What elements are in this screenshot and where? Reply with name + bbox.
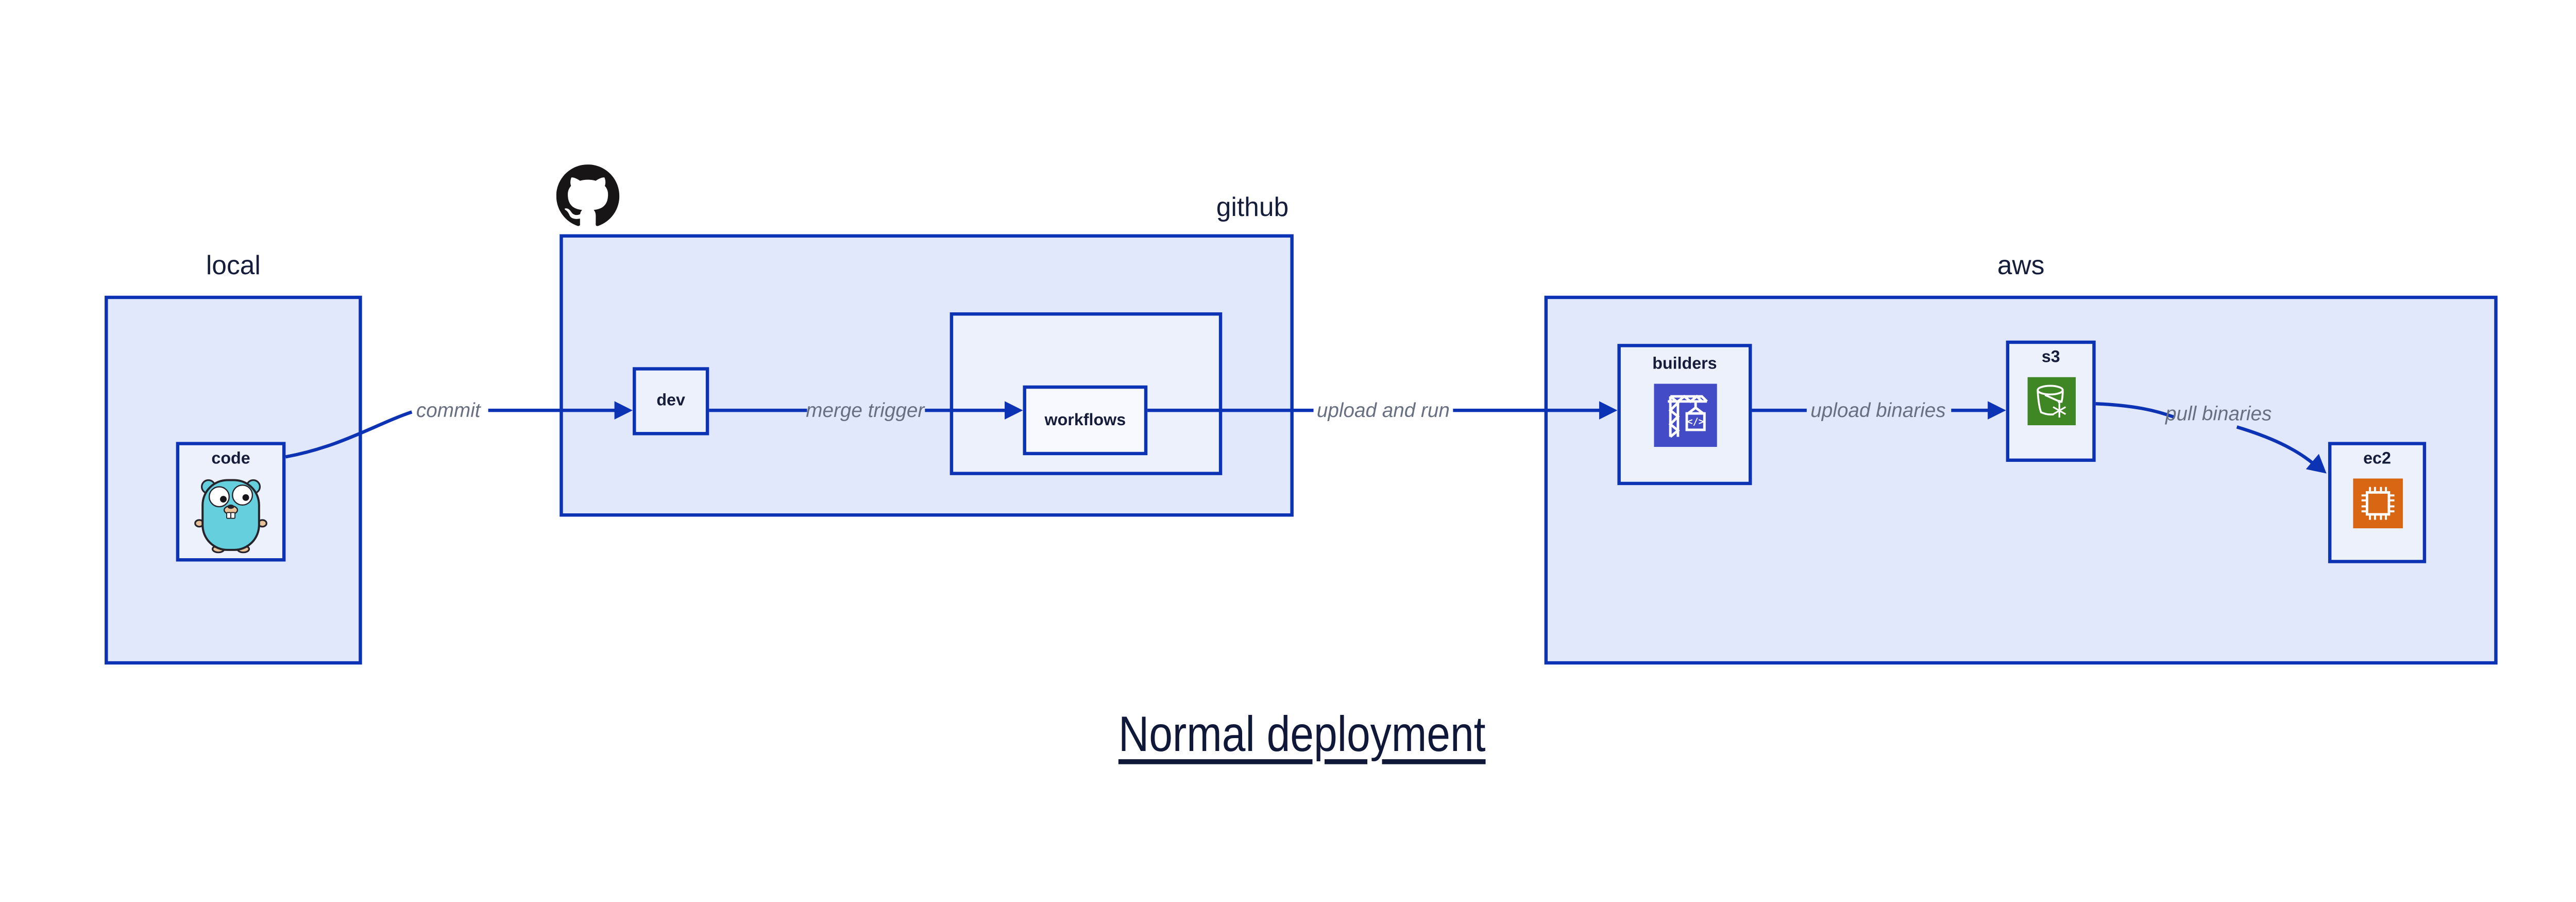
dev-branch-box <box>633 367 709 436</box>
commit-edge-label: commit <box>416 398 481 422</box>
merge-trigger-edge-label: merge trigger <box>806 398 925 422</box>
aws-codebuild-icon: </> <box>1654 383 1717 447</box>
local-group-label: local <box>206 252 261 281</box>
pull-binaries-edge-label: pull binaries <box>2165 402 2272 426</box>
code-node-label: code <box>211 450 250 469</box>
aws-ec2-chip-icon <box>2353 478 2403 528</box>
dev-branch-label: dev <box>656 392 685 411</box>
workflows-node-label: workflows <box>1044 412 1126 430</box>
aws-s3-bucket-icon <box>2027 377 2076 426</box>
diagram-title: Normal deployment <box>1118 708 1486 763</box>
builders-node-label: builders <box>1652 355 1717 374</box>
aws-group-label: aws <box>1997 252 2045 281</box>
workflows-node-box <box>1023 385 1148 456</box>
svg-text:</>: </> <box>1687 416 1704 427</box>
ec2-node-label: ec2 <box>2363 450 2391 469</box>
github-group-label: github <box>1216 194 1289 223</box>
go-gopher-icon <box>194 479 267 554</box>
github-octocat-icon <box>556 164 620 226</box>
s3-node-box <box>2006 340 2096 462</box>
upload-binaries-edge-label: upload binaries <box>1810 398 1946 422</box>
s3-node-label: s3 <box>2041 348 2060 368</box>
upload-and-run-edge-label: upload and run <box>1316 398 1450 422</box>
